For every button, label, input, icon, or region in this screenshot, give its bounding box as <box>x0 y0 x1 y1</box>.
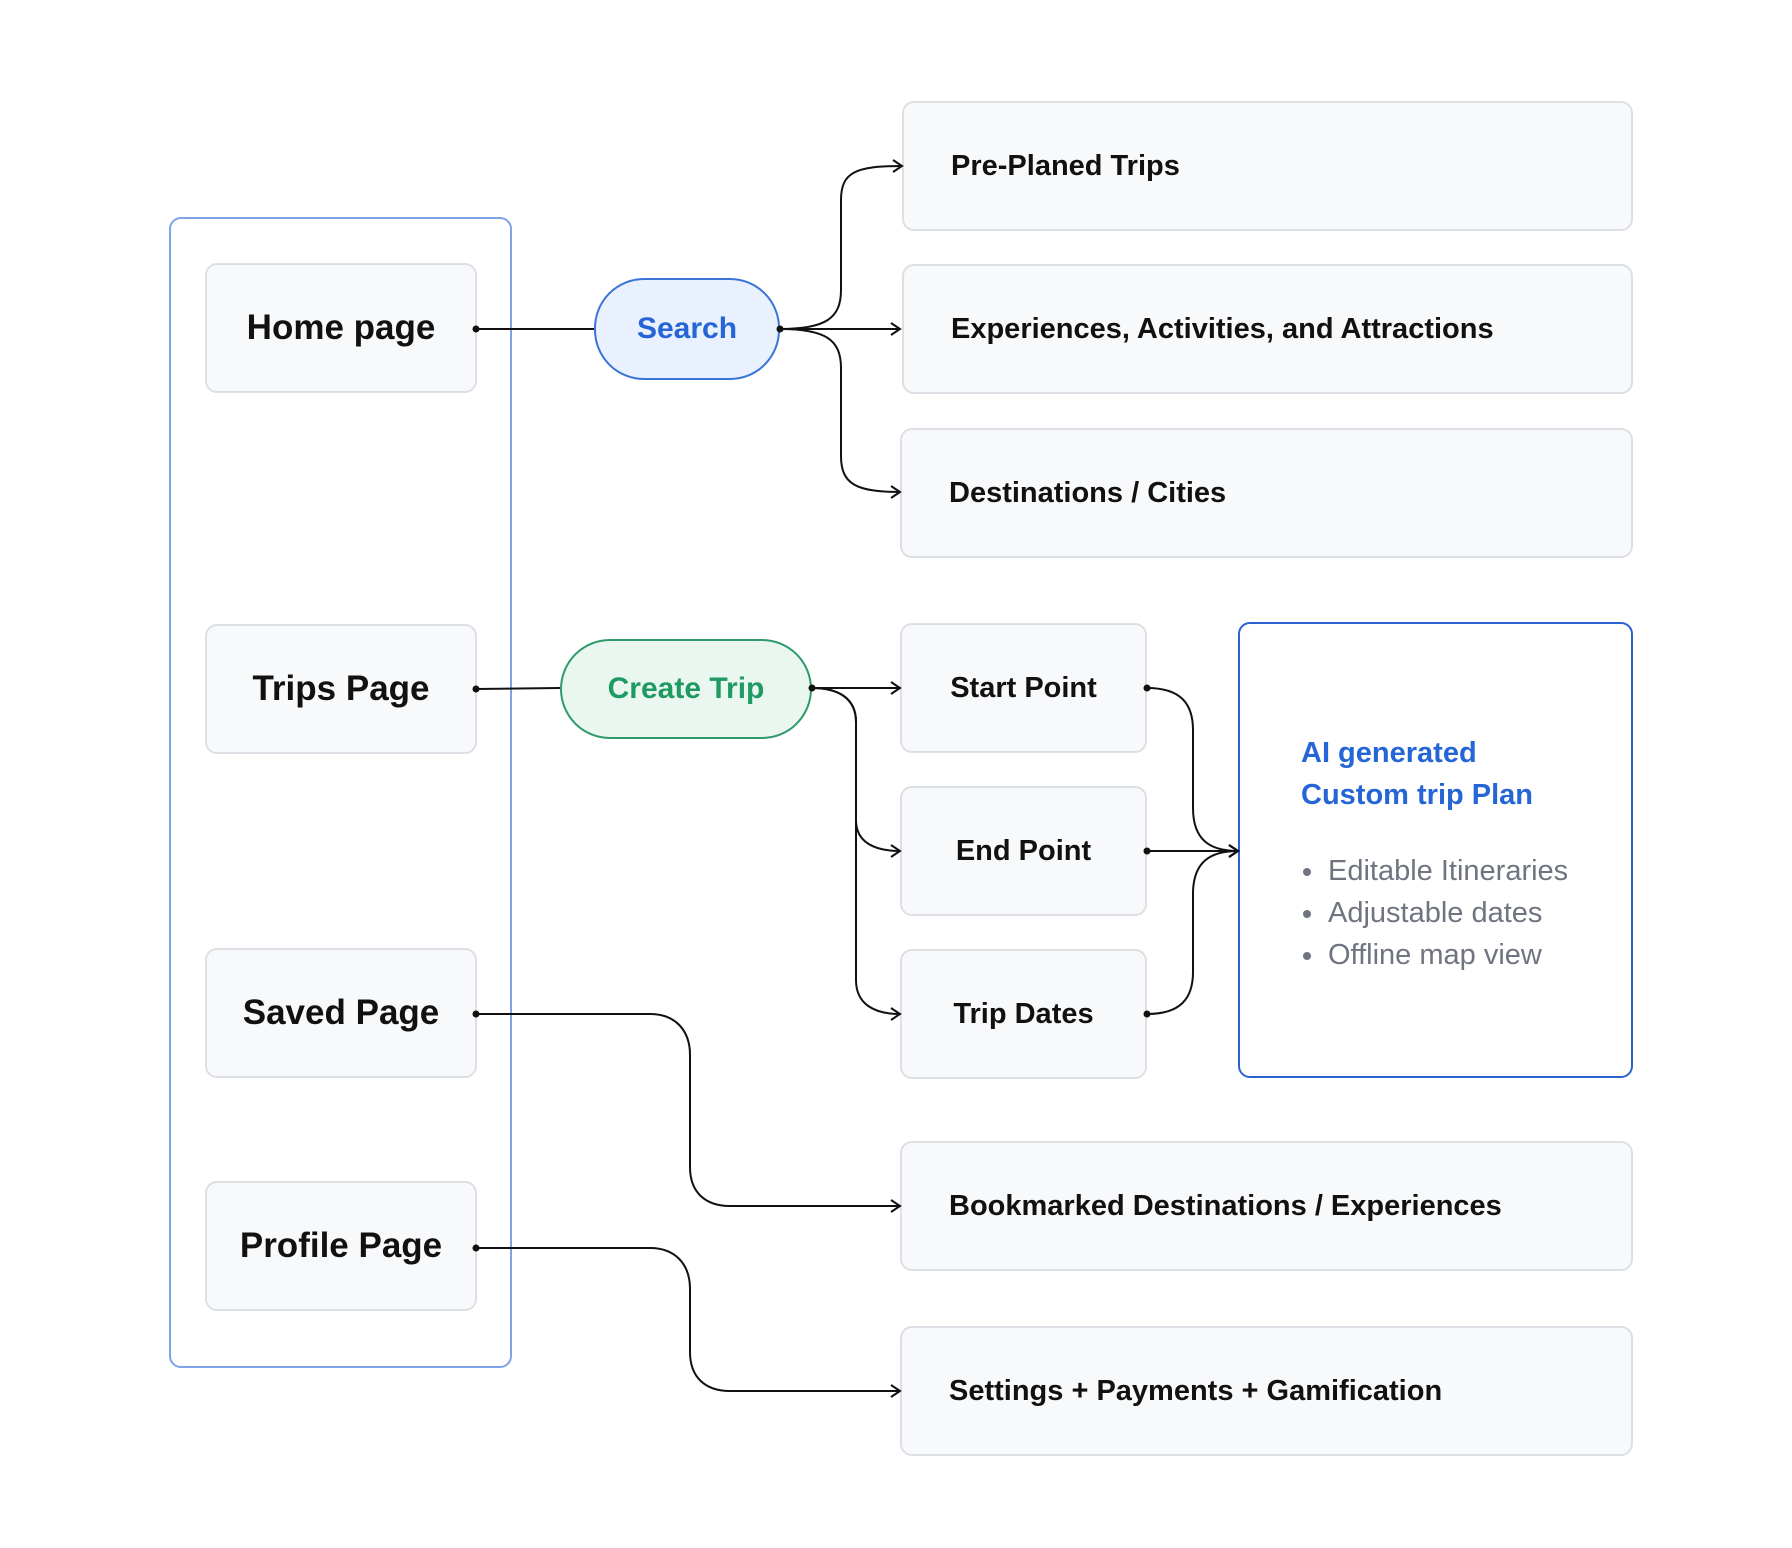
search-action: Search <box>594 278 780 380</box>
connector-saved-bookmarked <box>476 1013 902 1213</box>
connector-create-end <box>811 687 902 858</box>
end-point-node: End Point <box>900 786 1147 916</box>
start-point-label: Start Point <box>950 671 1097 704</box>
ai-trip-plan-box: AI generated Custom trip Plan Editable I… <box>1238 622 1633 1078</box>
start-point-node: Start Point <box>900 623 1147 753</box>
saved-page-node: Saved Page <box>205 948 477 1078</box>
profile-settings-label: Settings + Payments + Gamification <box>949 1374 1443 1407</box>
ai-plan-title-line1: AI generated <box>1301 737 1477 769</box>
create-trip-label: Create Trip <box>607 672 765 705</box>
main-pages-group <box>169 217 512 1368</box>
trip-dates-label: Trip Dates <box>953 997 1094 1030</box>
destinations-node: Destinations / Cities <box>900 428 1633 558</box>
feature-offline-map: Offline map view <box>1301 934 1568 976</box>
connector-profile-settings <box>476 1247 902 1398</box>
connector-dates-plan <box>1146 844 1240 1015</box>
bookmarked-label: Bookmarked Destinations / Experiences <box>949 1189 1502 1222</box>
ai-plan-features: Editable Itineraries Adjustable dates Of… <box>1301 850 1568 976</box>
profile-page-node: Profile Page <box>205 1181 477 1311</box>
experiences-label: Experiences, Activities, and Attractions <box>951 312 1494 345</box>
pre-planned-trips-node: Pre-Planed Trips <box>902 101 1633 231</box>
connector-search-preplanned <box>779 159 904 330</box>
home-page-node: Home page <box>205 263 477 393</box>
connector-create-dates <box>811 687 902 1021</box>
trip-dates-node: Trip Dates <box>900 949 1147 1079</box>
profile-page-label: Profile Page <box>239 1226 443 1265</box>
bookmarked-node: Bookmarked Destinations / Experiences <box>900 1141 1633 1271</box>
end-point-label: End Point <box>955 834 1092 867</box>
connector-search-destinations <box>779 328 902 499</box>
feature-editable-itineraries: Editable Itineraries <box>1301 850 1568 892</box>
ai-plan-title-line2: Custom trip Plan <box>1301 779 1534 811</box>
pre-planned-trips-label: Pre-Planed Trips <box>951 149 1180 182</box>
ai-plan-title: AI generated Custom trip Plan <box>1301 732 1533 816</box>
destinations-label: Destinations / Cities <box>949 476 1227 509</box>
profile-settings-node: Settings + Payments + Gamification <box>900 1326 1633 1456</box>
trips-page-label: Trips Page <box>252 669 430 708</box>
saved-page-label: Saved Page <box>242 993 440 1032</box>
feature-adjustable-dates: Adjustable dates <box>1301 892 1568 934</box>
create-trip-action: Create Trip <box>560 639 812 739</box>
search-label: Search <box>636 312 738 345</box>
experiences-node: Experiences, Activities, and Attractions <box>902 264 1633 394</box>
home-page-label: Home page <box>246 308 436 347</box>
connector-start-plan <box>1146 687 1240 858</box>
trips-page-node: Trips Page <box>205 624 477 754</box>
